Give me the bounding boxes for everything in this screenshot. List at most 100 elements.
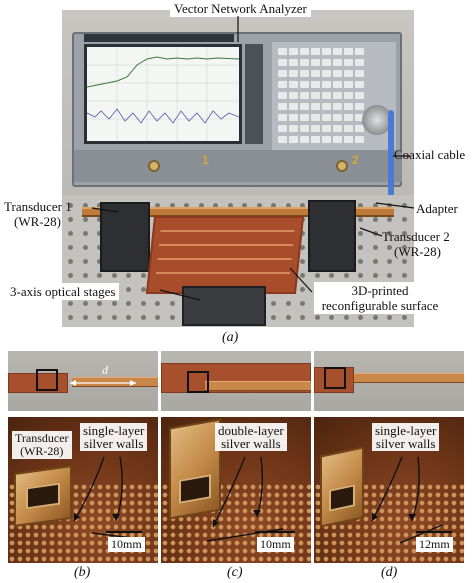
table-hole: [358, 273, 363, 278]
panel-b-distance-label: d: [102, 363, 108, 377]
vna-port-1-connector: [148, 160, 160, 172]
label-transducer-2-model: (WR-28): [394, 244, 441, 259]
panel-b-transducer-line2: (WR-28): [20, 444, 64, 458]
vna-key: [355, 92, 364, 99]
panel-d-wall-arrows: [371, 456, 443, 544]
vna-key: [289, 114, 298, 121]
vna-port-2-connector: [336, 160, 348, 172]
table-hole: [285, 301, 291, 306]
panel-d-walls-line1: single-layer: [375, 423, 437, 438]
table-hole: [140, 273, 146, 278]
bottom-optical-stage: [182, 286, 266, 326]
vna-key: [278, 81, 287, 88]
vna-key: [311, 48, 320, 55]
table-hole: [227, 203, 233, 208]
vna-key: [333, 114, 342, 121]
table-hole: [372, 259, 378, 264]
table-hole: [68, 315, 73, 320]
table-hole: [401, 259, 407, 264]
table-hole: [401, 231, 407, 236]
vna-key: [344, 70, 353, 77]
vna-key: [333, 92, 342, 99]
vna-key: [311, 92, 320, 99]
vna-key: [300, 125, 309, 132]
vna-key: [300, 136, 309, 143]
vna-key: [344, 103, 353, 110]
label-3d-printed: 3D-printed reconfigurable surface: [314, 282, 446, 314]
table-hole: [68, 231, 73, 236]
panel-b-walls-label: single-layer silver walls: [80, 423, 148, 451]
vna-brand-strip: [84, 34, 234, 42]
vna-key: [355, 125, 364, 132]
table-hole: [82, 259, 88, 264]
setup-photo: 1 2: [62, 10, 414, 327]
right-optical-stage: [308, 200, 356, 272]
vna-key: [355, 59, 364, 66]
panel-d-guide-strip: [354, 373, 464, 383]
table-hole: [68, 245, 73, 250]
table-hole: [126, 301, 131, 306]
vna-key: [300, 70, 309, 77]
table-hole: [82, 203, 88, 208]
panel-c-overview: [161, 351, 311, 411]
table-hole: [358, 245, 363, 250]
caption-a: (a): [222, 330, 239, 345]
table-hole: [358, 231, 363, 236]
left-optical-stage: [100, 202, 150, 272]
caption-c: (c): [227, 565, 243, 580]
label-transducer-1: Transducer 1: [4, 199, 72, 214]
table-hole: [358, 315, 363, 320]
vna-key: [289, 125, 298, 132]
vna-softkeys: [245, 44, 263, 144]
panel-b-zoom-box: [36, 369, 58, 391]
vna-key: [333, 70, 342, 77]
vna-key: [289, 70, 298, 77]
vna-key: [333, 103, 342, 110]
vna-key: [322, 136, 331, 143]
vna-key: [278, 48, 287, 55]
vna-key: [300, 59, 309, 66]
vna-key: [300, 92, 309, 99]
port-2-label: 2: [352, 153, 359, 167]
panel-d: single-layer silver walls 12mm: [314, 351, 464, 563]
table-hole: [97, 203, 102, 208]
table-hole: [372, 245, 378, 250]
table-hole: [387, 273, 392, 278]
table-hole: [372, 203, 378, 208]
table-hole: [285, 203, 291, 208]
panel-c: double-layer silver walls 10mm: [161, 351, 311, 563]
vna-key: [311, 81, 320, 88]
vna-key: [333, 81, 342, 88]
table-hole: [198, 203, 204, 208]
panel-b-scale-bar: [106, 531, 142, 533]
panel-b-transducer-label: Transducer (WR-28): [12, 431, 72, 459]
vna-key: [322, 48, 331, 55]
panel-b-scale-label: 10mm: [108, 537, 145, 552]
table-hole: [68, 301, 73, 306]
table-hole: [155, 315, 160, 320]
vna-key: [311, 70, 320, 77]
vna-key: [278, 136, 287, 143]
table-hole: [169, 203, 175, 208]
top-annotation-lines: [91, 16, 415, 301]
vna-key: [344, 125, 353, 132]
vna-key: [278, 125, 287, 132]
vna-port-panel: [74, 150, 402, 182]
table-hole: [126, 315, 131, 320]
table-hole: [401, 273, 407, 278]
vna-key: [289, 136, 298, 143]
table-hole: [155, 203, 160, 208]
table-hole: [271, 203, 276, 208]
panel-d-surface-strip: [314, 367, 354, 393]
table-hole: [300, 315, 305, 320]
panel-b-guide-strip: [72, 377, 158, 387]
label-3d-printed-line1: 3D-printed: [351, 283, 409, 298]
panel-c-scale-label: 10mm: [257, 537, 294, 552]
vna-key: [322, 103, 331, 110]
table-hole: [213, 203, 218, 208]
table-hole: [358, 259, 363, 264]
vna-key: [333, 48, 342, 55]
table-hole: [82, 273, 88, 278]
table-hole: [242, 203, 247, 208]
vna-key: [322, 125, 331, 132]
